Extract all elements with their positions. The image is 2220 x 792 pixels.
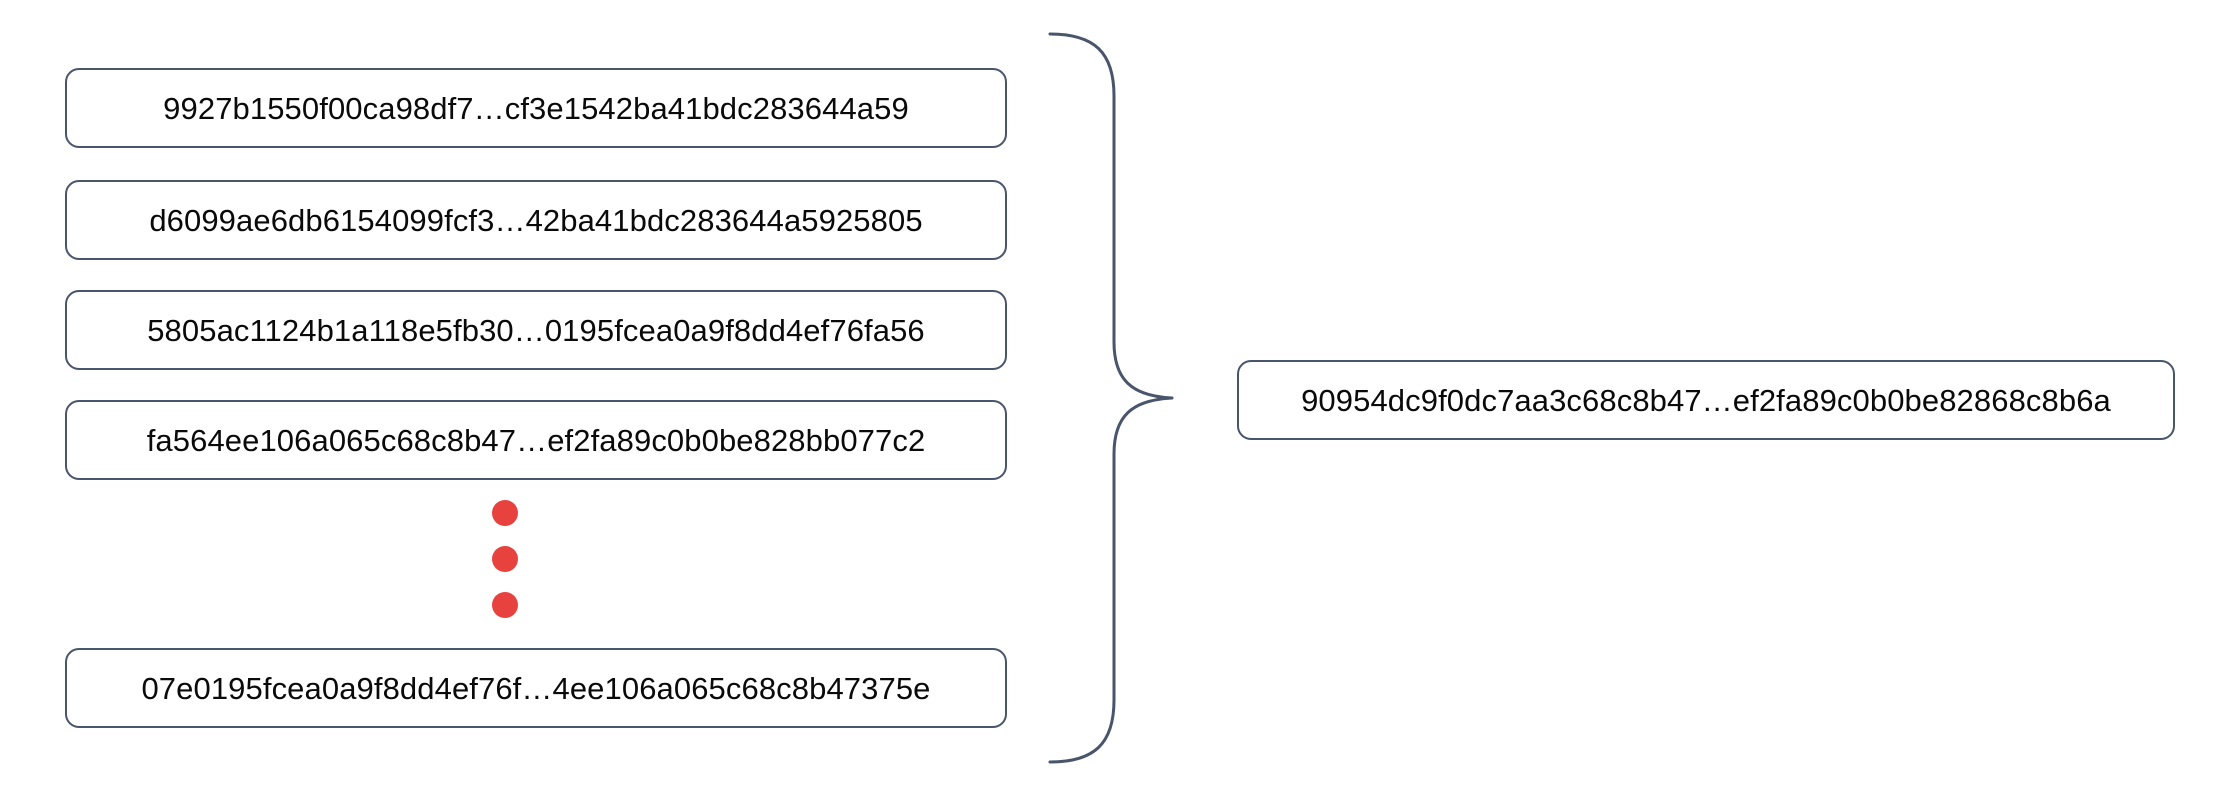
curly-brace-svg xyxy=(1048,32,1174,764)
input-hash-box-4[interactable]: fa564ee106a065c68c8b47…ef2fa89c0b0be828b… xyxy=(65,400,1007,480)
ellipsis-dot-2 xyxy=(492,546,518,572)
input-hash-box-5[interactable]: 07e0195fcea0a9f8dd4ef76f…4ee106a065c68c8… xyxy=(65,648,1007,728)
input-hash-label-4: fa564ee106a065c68c8b47…ef2fa89c0b0be828b… xyxy=(146,422,926,458)
ellipsis-dot-3 xyxy=(492,592,518,618)
input-hash-box-2[interactable]: d6099ae6db6154099fcf3…42ba41bdc283644a59… xyxy=(65,180,1007,260)
input-hash-label-2: d6099ae6db6154099fcf3…42ba41bdc283644a59… xyxy=(149,202,923,238)
output-hash-box[interactable]: 90954dc9f0dc7aa3c68c8b47…ef2fa89c0b0be82… xyxy=(1237,360,2175,440)
input-hash-label-5: 07e0195fcea0a9f8dd4ef76f…4ee106a065c68c8… xyxy=(141,670,931,706)
vertical-ellipsis-icon xyxy=(492,500,520,630)
ellipsis-dot-1 xyxy=(492,500,518,526)
input-hash-label-3: 5805ac1124b1a118e5fb30…0195fcea0a9f8dd4e… xyxy=(147,312,925,348)
input-hash-box-1[interactable]: 9927b1550f00ca98df7…cf3e1542ba41bdc28364… xyxy=(65,68,1007,148)
input-hash-box-3[interactable]: 5805ac1124b1a118e5fb30…0195fcea0a9f8dd4e… xyxy=(65,290,1007,370)
output-hash-label: 90954dc9f0dc7aa3c68c8b47…ef2fa89c0b0be82… xyxy=(1301,382,2111,418)
curly-brace-icon xyxy=(1032,24,1192,772)
input-hash-label-1: 9927b1550f00ca98df7…cf3e1542ba41bdc28364… xyxy=(163,90,909,126)
